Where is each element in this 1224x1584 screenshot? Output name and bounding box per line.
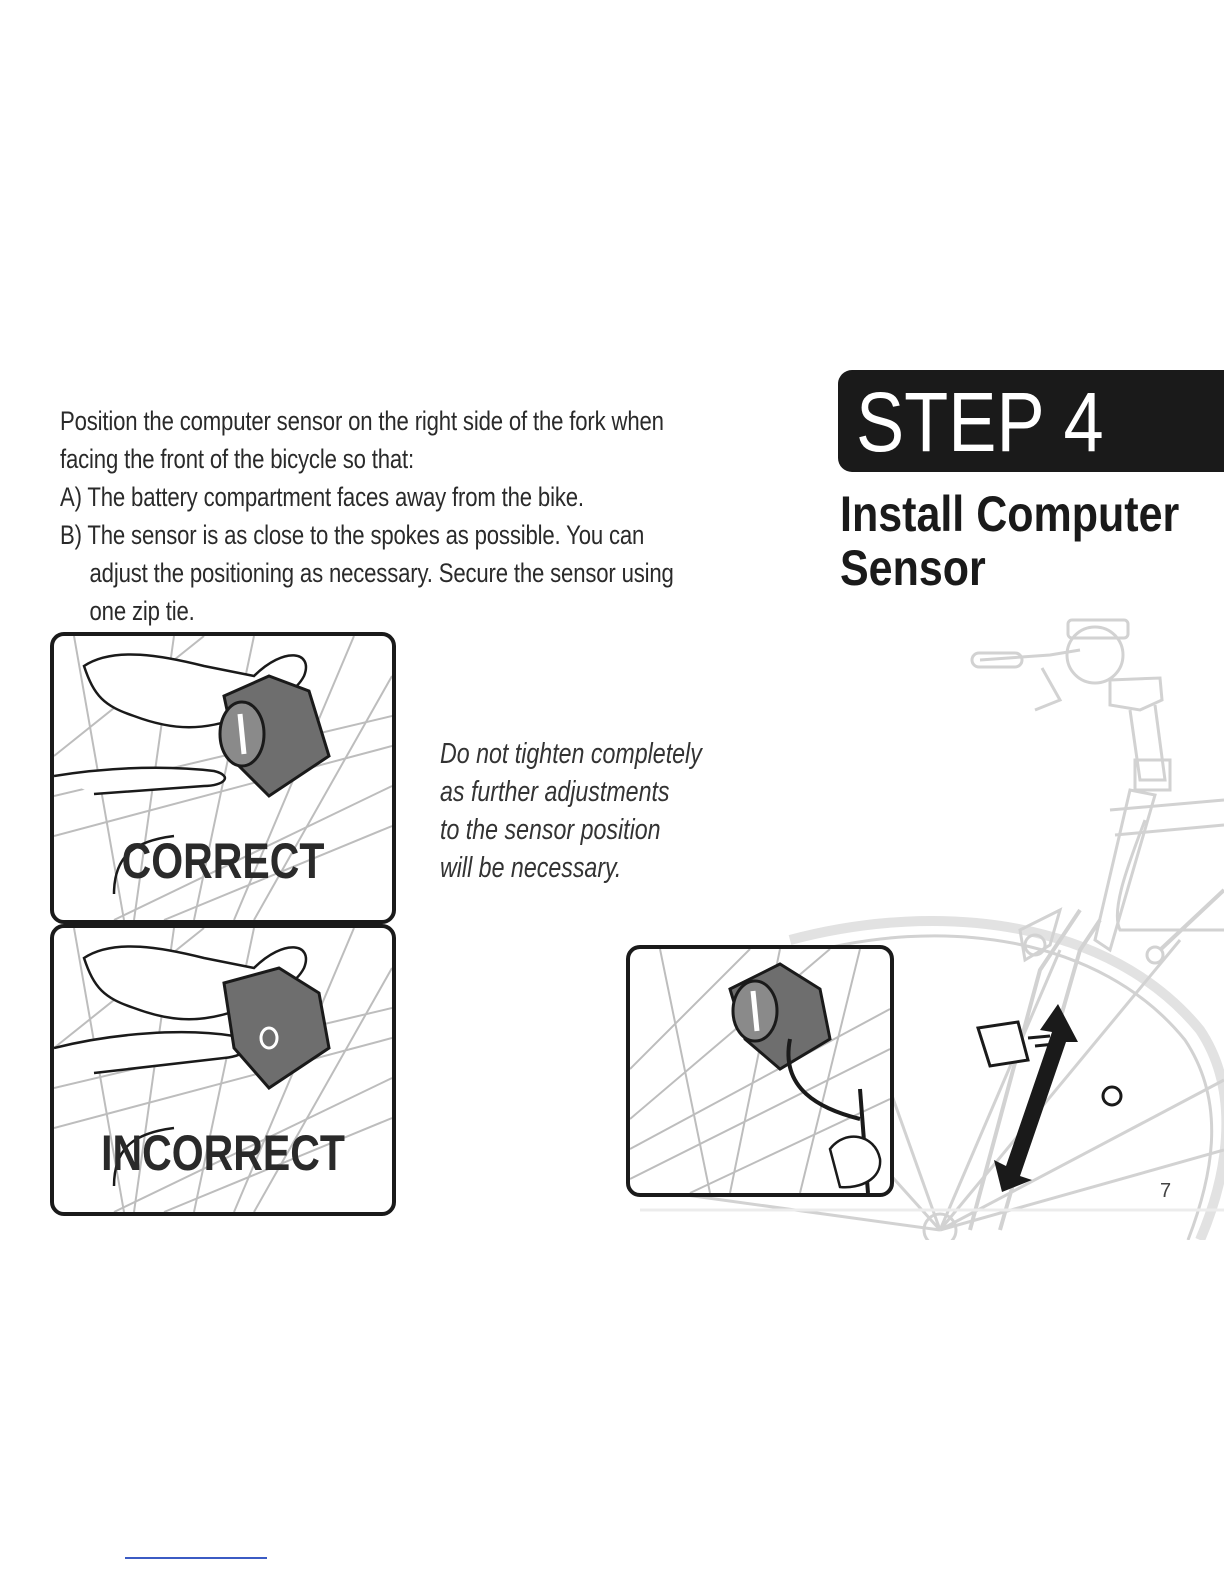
incorrect-sensor-illustration (54, 928, 392, 1212)
correct-panel: CORRECT (50, 632, 396, 924)
correct-label: CORRECT (121, 833, 325, 889)
instructions-text: Position the computer sensor on the righ… (60, 402, 675, 630)
note-line: as further adjustments (440, 776, 670, 808)
instruction-item-b: B) The sensor is as close to the spokes … (60, 520, 674, 626)
instructions-lead: Position the computer sensor on the righ… (60, 406, 664, 474)
note-line: Do not tighten completely (440, 738, 702, 770)
page-number: 7 (1160, 1180, 1172, 1202)
incorrect-panel: INCORRECT (50, 924, 396, 1216)
note-line: will be necessary. (440, 852, 622, 884)
note-line: to the sensor position (440, 814, 661, 846)
instruction-item-a: A) The battery compartment faces away fr… (60, 482, 584, 512)
zip-tie-panel (626, 945, 894, 1197)
footer-divider (125, 1557, 267, 1559)
zip-tie-illustration (630, 949, 890, 1193)
step-title-line-2: Sensor (840, 540, 986, 596)
correct-sensor-illustration (54, 636, 392, 920)
step-label: STEP 4 (856, 375, 1104, 469)
double-headed-arrow-icon (994, 1004, 1078, 1192)
step-title-line-1: Install Computer (840, 486, 1180, 542)
step-title: Install Computer Sensor (840, 487, 1201, 595)
adjustment-note: Do not tighten completely as further adj… (440, 735, 728, 887)
step-banner: STEP 4 (838, 370, 1224, 472)
incorrect-label: INCORRECT (101, 1125, 345, 1181)
